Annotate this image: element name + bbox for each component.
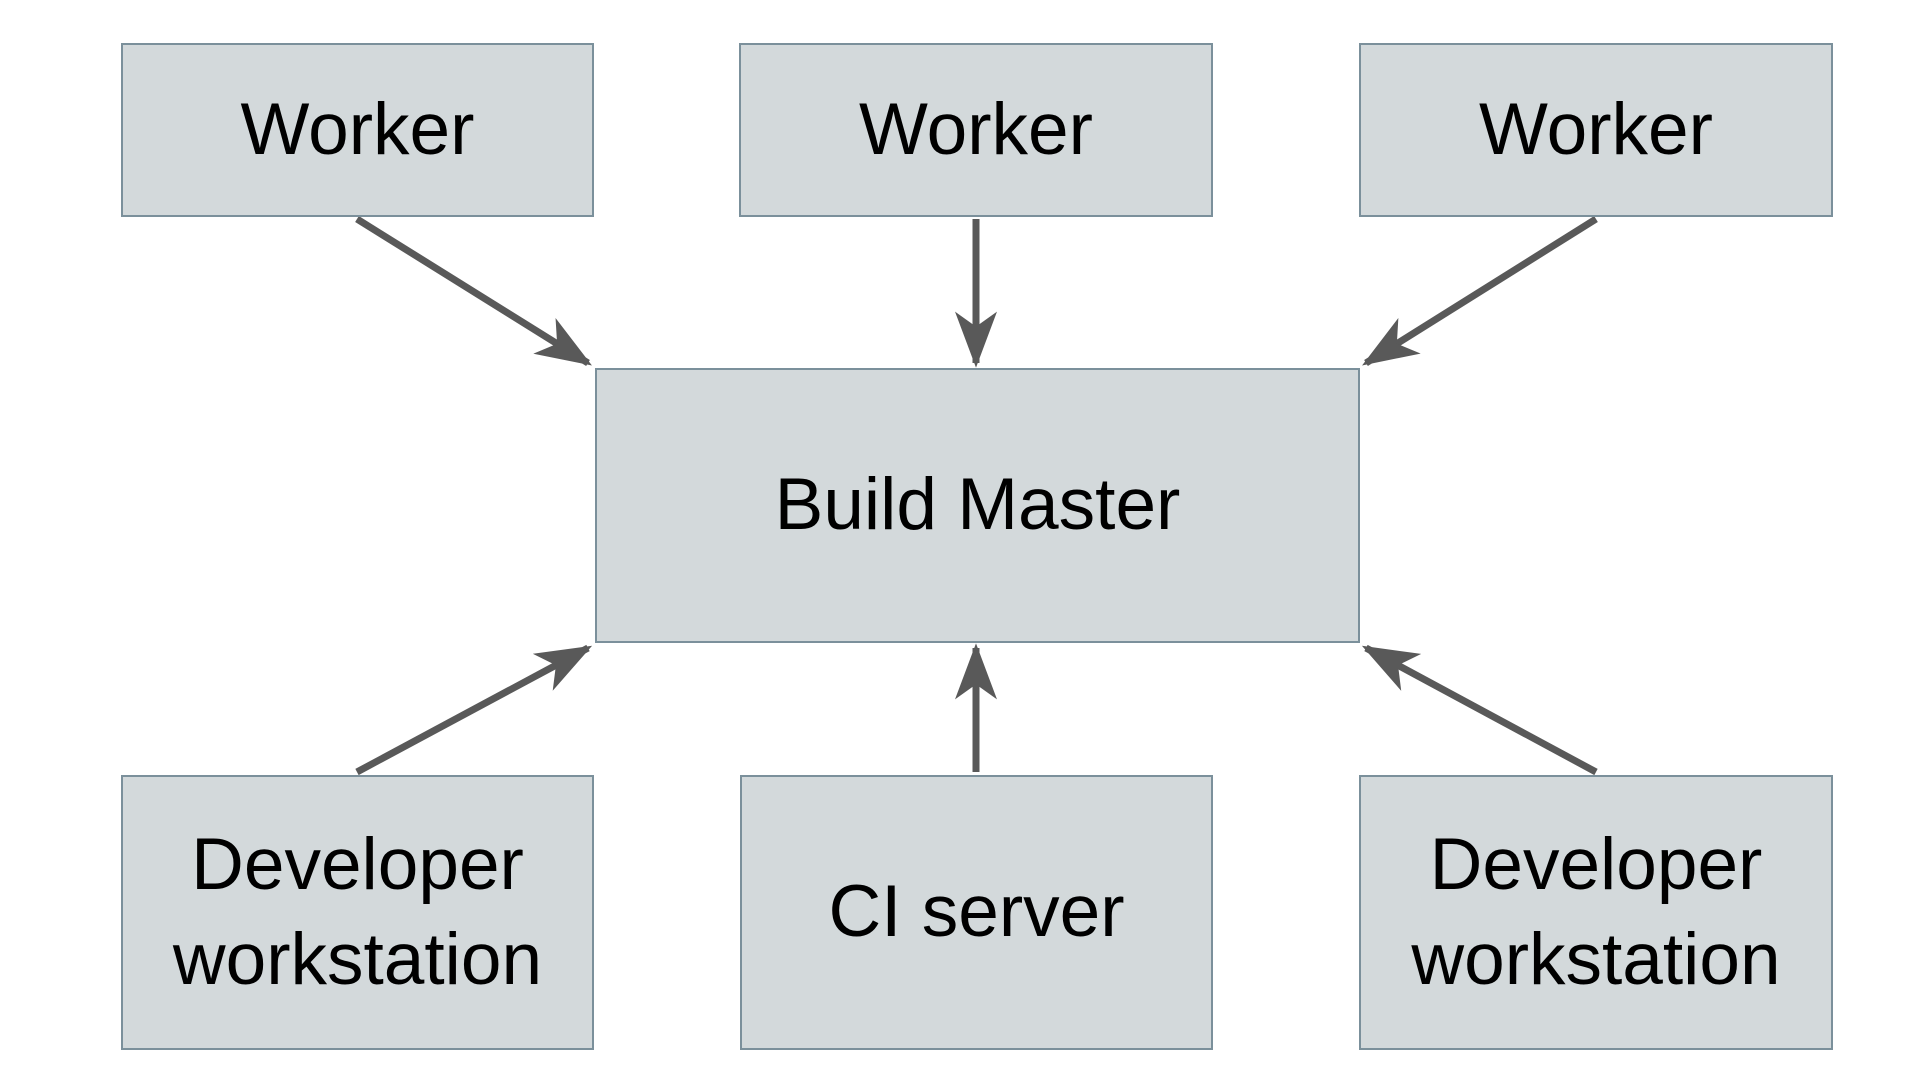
node-label: Build Master: [774, 464, 1181, 546]
node-build-master[interactable]: Build Master: [595, 368, 1360, 643]
node-worker-2[interactable]: Worker: [739, 43, 1213, 217]
edge-dev-ws-right-to-build-master[interactable]: [1361, 644, 1598, 776]
node-developer-workstation-right[interactable]: Developer workstation: [1359, 775, 1833, 1050]
node-worker-3[interactable]: Worker: [1359, 43, 1833, 217]
edge-worker-3-to-build-master[interactable]: [1362, 216, 1598, 366]
node-developer-workstation-left[interactable]: Developer workstation: [121, 775, 594, 1050]
edge-dev-ws-left-to-build-master[interactable]: [355, 644, 593, 776]
node-worker-1[interactable]: Worker: [121, 43, 594, 217]
node-label: CI server: [828, 871, 1125, 953]
edge-worker-1-to-build-master[interactable]: [355, 216, 592, 366]
node-label: Worker: [1479, 88, 1713, 170]
node-label: Worker: [859, 88, 1093, 170]
node-label: Developer workstation: [1411, 823, 1781, 1000]
node-ci-server[interactable]: CI server: [740, 775, 1213, 1050]
node-label: Worker: [240, 88, 475, 170]
node-label: Developer workstation: [172, 823, 543, 1000]
